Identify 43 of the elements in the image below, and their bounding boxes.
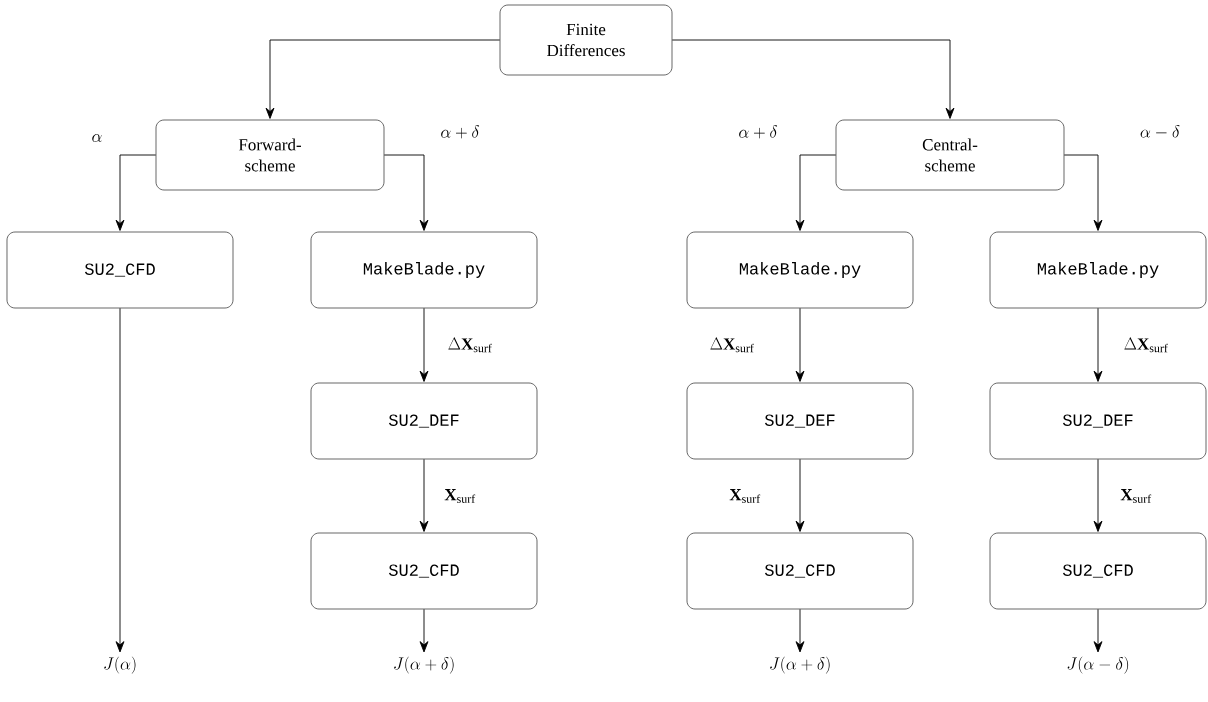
arrow — [671, 39, 955, 119]
tool-box: SU2_CFD — [310, 532, 538, 610]
edge-label: $\mathbf{X}_{\mathrm{surf}}$ — [442, 487, 478, 505]
edge-label: $\Delta\mathbf{X}_{\mathrm{surf}}$ — [445, 335, 495, 355]
edge-label: $\mathbf{X}_{\mathrm{surf}}$ — [727, 487, 763, 505]
tool-box: SU2_DEF — [989, 382, 1207, 460]
tool-box: SU2_CFD — [686, 532, 914, 610]
result-label: $J(\alpha + \delta)$ — [770, 656, 830, 674]
result-label: $J(\alpha - \delta)$ — [1067, 656, 1129, 674]
arrow — [115, 154, 157, 231]
arrow — [795, 307, 805, 382]
tool-box: SU2_DEF — [686, 382, 914, 460]
arrow — [795, 608, 805, 653]
edge-label: $\Delta\mathbf{X}_{\mathrm{surf}}$ — [707, 335, 757, 355]
result-label: $J(\alpha + \delta)$ — [394, 656, 454, 674]
tool-box: SU2_DEF — [310, 382, 538, 460]
tool-box: SU2_CFD — [989, 532, 1207, 610]
edge-label: $\alpha + \delta$ — [736, 123, 780, 141]
arrow — [1093, 608, 1103, 653]
edge-label: $\alpha - \delta$ — [1137, 123, 1183, 141]
arrow — [383, 154, 429, 231]
arrow — [1063, 154, 1103, 231]
edge-label: $\Delta\mathbf{X}_{\mathrm{surf}}$ — [1121, 335, 1171, 355]
scheme-box: Finite Differences — [499, 4, 673, 76]
tool-box: MakeBlade.py — [686, 231, 914, 309]
scheme-box: Central-scheme — [835, 119, 1065, 191]
arrow — [419, 608, 429, 653]
arrow — [1093, 307, 1103, 382]
arrow — [115, 307, 125, 653]
arrow — [795, 154, 837, 231]
arrow — [419, 307, 429, 382]
scheme-box: Forward-scheme — [155, 119, 385, 191]
tool-box: MakeBlade.py — [989, 231, 1207, 309]
tool-box: SU2_CFD — [6, 231, 234, 309]
result-label: $J(\alpha)$ — [104, 656, 136, 674]
tool-box: MakeBlade.py — [310, 231, 538, 309]
arrow — [265, 39, 501, 119]
arrow — [419, 458, 429, 532]
edge-label: $\alpha$ — [89, 132, 105, 144]
arrow — [795, 458, 805, 532]
arrow — [1093, 458, 1103, 532]
edge-label: $\mathbf{X}_{\mathrm{surf}}$ — [1118, 487, 1154, 505]
edge-label: $\alpha + \delta$ — [438, 123, 482, 141]
